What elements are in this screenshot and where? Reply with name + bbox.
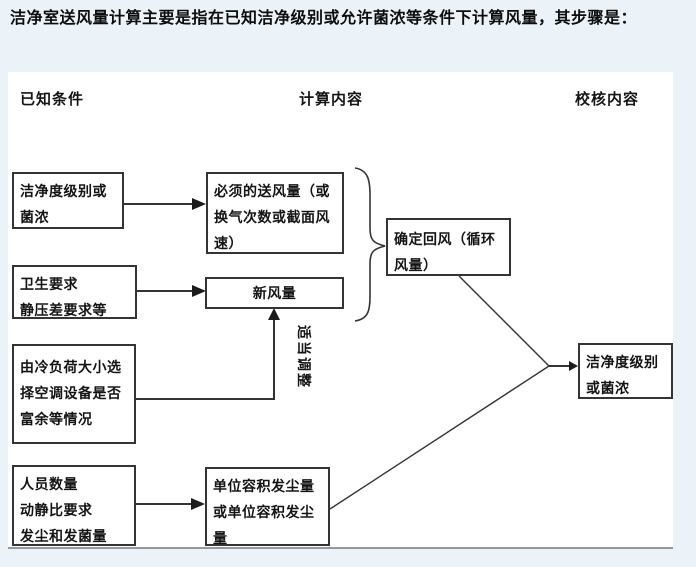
box-line: 新风量	[252, 285, 297, 301]
box-line: 人员数量	[20, 476, 78, 492]
column-header-calc: 计算内容	[299, 91, 364, 108]
box-line: 或菌浓	[586, 380, 630, 396]
box-line: 必须的送风量（或	[214, 183, 330, 199]
column-header-known: 已知条件	[20, 91, 85, 108]
box-line: 择空调设备是否	[20, 385, 122, 401]
box-line: 单位容积发尘量	[213, 478, 315, 494]
box-clean-level-check: 洁净度级别 或菌浓	[578, 343, 673, 399]
box-line: 或单位容积发尘	[213, 504, 315, 520]
box-clean-level-input: 洁净度级别或 菌浓	[12, 172, 124, 229]
box-line: 富余等情况	[20, 411, 93, 427]
box-line: 确定回风（循环	[394, 231, 496, 247]
box-return-air: 确定回风（循环 风量）	[386, 218, 511, 276]
box-line: 洁净度级别	[586, 354, 659, 370]
box-hygiene: 卫生要求 静压差要求等	[12, 265, 137, 319]
box-line: 由冷负荷大小选	[20, 359, 122, 375]
box-cooling-load: 由冷负荷大小选 择空调设备是否 富余等情况	[12, 344, 136, 444]
box-dust-rate: 单位容积发尘量 或单位容积发尘 量	[205, 467, 330, 546]
box-line: 速）	[214, 235, 243, 251]
box-personnel: 人员数量 动静比要求 发尘和发菌量	[12, 465, 136, 546]
column-header-check: 校核内容	[575, 91, 640, 108]
annotation-adjust: 适当调整	[296, 325, 312, 389]
box-line: 卫生要求	[20, 276, 78, 292]
box-line: 风量）	[394, 257, 438, 273]
box-line: 动静比要求	[20, 502, 93, 518]
box-line: 菌浓	[20, 209, 49, 225]
box-line: 量	[213, 530, 228, 546]
box-required-supply: 必须的送风量（或 换气次数或截面风 速）	[206, 172, 344, 254]
box-line: 洁净度级别或	[20, 183, 107, 199]
box-fresh-air: 新风量	[205, 277, 344, 309]
page-title: 洁净室送风量计算主要是指在已知洁净级别或允许菌浓等条件下计算风量，其步骤是：	[10, 10, 638, 27]
box-line: 静压差要求等	[20, 302, 107, 318]
box-line: 换气次数或截面风	[214, 209, 330, 225]
box-line: 发尘和发菌量	[20, 528, 107, 544]
